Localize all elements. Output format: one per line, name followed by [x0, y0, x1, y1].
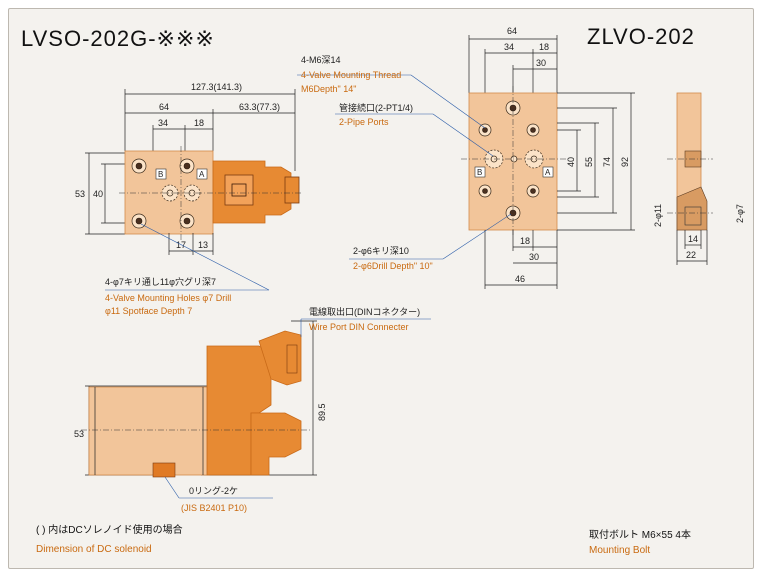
oring-note-en: (JIS B2401 P10) [181, 503, 247, 513]
wire-port-note-en: Wire Port DIN Connecter [309, 322, 409, 332]
dim-height-40: 40 [93, 189, 103, 199]
dim-body-width: 64 [159, 102, 169, 112]
side-dim-14: 14 [688, 234, 698, 244]
side-dim-22: 22 [686, 250, 696, 260]
port-b-label: B [158, 170, 163, 179]
holes-note-jp: 4-φ7キリ通し11φ穴グリ深7 [105, 276, 216, 287]
zlvo-dim-34: 34 [504, 42, 514, 52]
thread-note-en-1: 4-Valve Mounting Thread [301, 70, 401, 80]
dim-overall-width: 127.3(141.3) [191, 82, 242, 92]
lvso-side-view: 53 89.5 電線取出口(DINコネクター) Wire Port DIN Co… [74, 306, 431, 513]
thread-note-en-2: M6Depth" 14" [301, 84, 356, 94]
zlvo-dim-92: 92 [620, 157, 630, 167]
side-dim-53: 53 [74, 429, 84, 439]
zlvo-dim-64: 64 [507, 26, 517, 36]
dim-height-53: 53 [75, 189, 85, 199]
port-a-label: A [199, 170, 205, 179]
thread-note-jp: 4-M6深14 [301, 55, 341, 65]
dim-17: 17 [176, 240, 186, 250]
side-dim-89-5: 89.5 [317, 403, 327, 421]
zlvo-side-section: 2-φ11 2-φ7 14 22 [653, 92, 745, 265]
zlvo-port-b: B [477, 168, 482, 177]
dim-18: 18 [194, 118, 204, 128]
mounting-bolt-en: Mounting Bolt [589, 545, 650, 556]
side-phi7: 2-φ7 [735, 204, 745, 223]
mounting-bolt-jp: 取付ボルト M6×55 4本 [589, 528, 691, 541]
zlvo-dim-46: 46 [515, 274, 525, 284]
pipe-note-en: 2-Pipe Ports [339, 117, 389, 127]
zlvo-plan-view: 64 34 18 30 B A 40 55 [297, 26, 635, 289]
holes-note-en-1: 4-Valve Mounting Holes φ7 Drill [105, 293, 231, 303]
wire-port-note-jp: 電線取出口(DINコネクター) [309, 306, 420, 317]
oring-note-jp: 0リング-2ケ [189, 485, 238, 496]
dim-coil-length: 63.3(77.3) [239, 102, 280, 112]
zlvo-dim-74: 74 [602, 157, 612, 167]
dc-solenoid-note-en: Dimension of DC solenoid [36, 544, 152, 555]
drill-note-jp: 2-φ6キリ深10 [353, 246, 409, 256]
zlvo-dim-55: 55 [584, 157, 594, 167]
footer-notes: ( ) 内はDCソレノイド使用の場合 Dimension of DC solen… [36, 523, 691, 556]
drawing-sheet: LVSO-202G-※※※ ZLVO-202 127.3(141.3) 64 6… [8, 8, 754, 569]
right-model-title: ZLVO-202 [587, 24, 695, 49]
dim-13: 13 [198, 240, 208, 250]
zlvo-dim-30-bottom: 30 [529, 252, 539, 262]
lvso-plan-view: 127.3(141.3) 64 63.3(77.3) 34 18 53 40 B… [75, 82, 301, 316]
side-valve-body [88, 386, 210, 476]
pipe-note-jp: 管接続口(2-PT1/4) [339, 102, 413, 113]
left-model-title: LVSO-202G-※※※ [21, 26, 215, 51]
zlvo-port-a: A [545, 168, 551, 177]
holes-note-en-2: φ11 Spotface Depth 7 [105, 306, 192, 316]
zlvo-dim-40: 40 [566, 157, 576, 167]
drill-note-en: 2-φ6Drill Depth" 10" [353, 261, 433, 271]
zlvo-dim-30-top: 30 [536, 58, 546, 68]
dim-34: 34 [158, 118, 168, 128]
dc-solenoid-note-jp: ( ) 内はDCソレノイド使用の場合 [36, 523, 183, 536]
zlvo-dim-18-bottom: 18 [520, 236, 530, 246]
side-phi11: 2-φ11 [653, 204, 663, 227]
zlvo-dim-18: 18 [539, 42, 549, 52]
